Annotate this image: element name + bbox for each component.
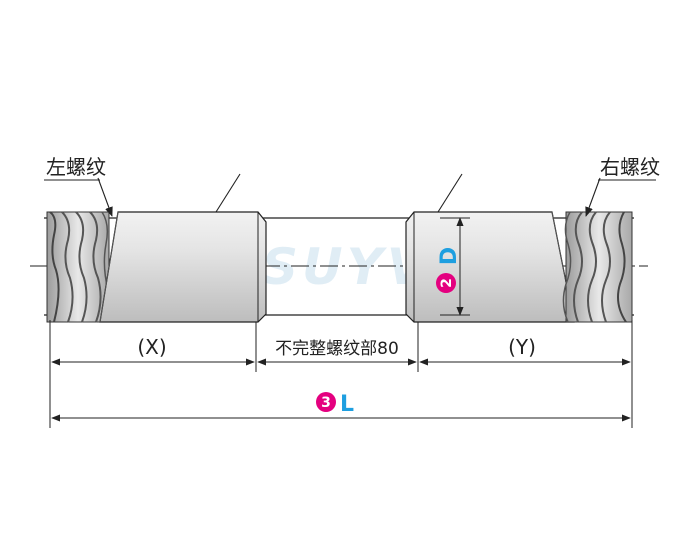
incomplete-thread-label: 不完整螺纹部80 (275, 339, 399, 359)
y-dimension-label: (Y) (508, 335, 536, 359)
length-dimension: 3 L (51, 392, 631, 422)
leader-lines (97, 173, 601, 217)
right-shank (405, 211, 575, 323)
svg-text:2: 2 (439, 278, 455, 288)
left-shank (99, 211, 267, 323)
y-dimension: (Y) (419, 335, 631, 366)
left-thread-section (46, 211, 111, 323)
length-letter: L (340, 392, 354, 417)
left-thread-label: 左螺纹 (46, 155, 106, 179)
diameter-badge: 2 (436, 273, 456, 293)
right-thread-label: 右螺纹 (600, 155, 660, 179)
diameter-dimension: 2 D (436, 217, 470, 316)
right-thread-section (562, 211, 633, 323)
x-dimension: (X) (51, 335, 255, 366)
svg-text:3: 3 (321, 395, 331, 411)
extension-lines (49, 320, 633, 428)
x-dimension-label: (X) (137, 335, 166, 359)
length-badge: 3 (316, 392, 336, 412)
incomplete-thread-dimension: 不完整螺纹部80 (257, 339, 417, 366)
diameter-letter: D (437, 247, 462, 265)
